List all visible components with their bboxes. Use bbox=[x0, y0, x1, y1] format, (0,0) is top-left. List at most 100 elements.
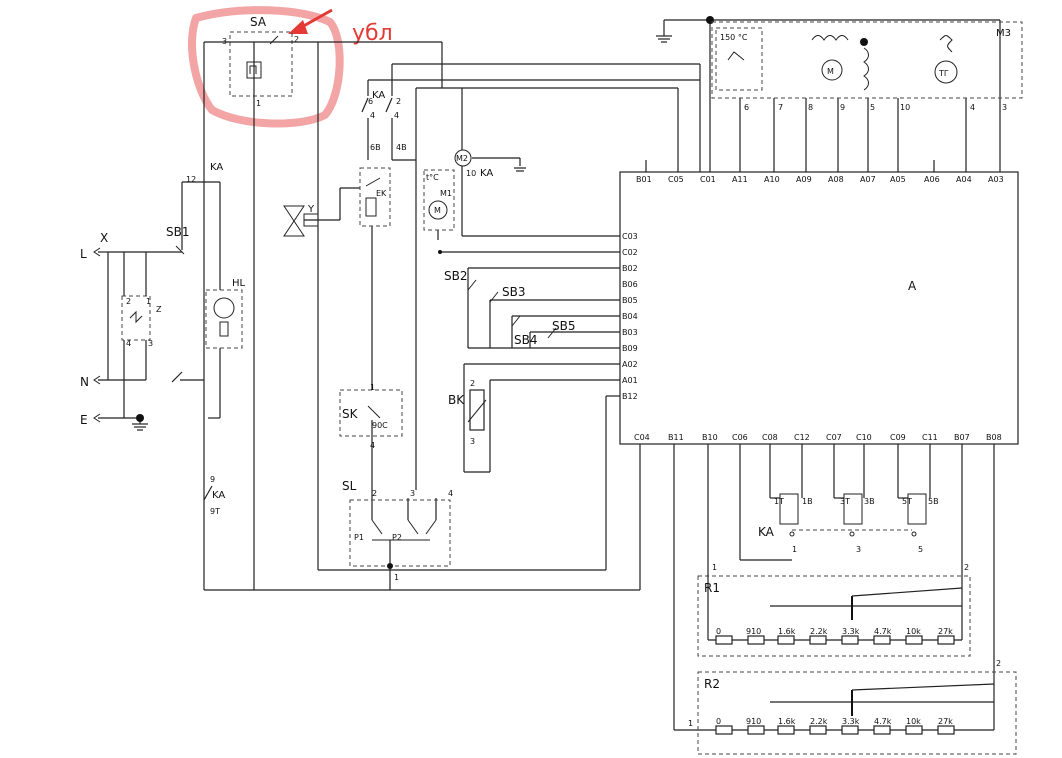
pin-left: B05 bbox=[622, 296, 638, 305]
pin-top: A04 bbox=[956, 175, 972, 184]
pin-top: A09 bbox=[796, 175, 812, 184]
z-label: Z bbox=[156, 305, 162, 314]
pin-left: B12 bbox=[622, 392, 638, 401]
r1-value: 4.7k bbox=[874, 627, 892, 636]
pin-left: B09 bbox=[622, 344, 638, 353]
ek-label: EK bbox=[376, 189, 387, 198]
r1-value: 3.3k bbox=[842, 627, 860, 636]
controller-bottom-pins: C04 B11 B10 C06 C08 C12 C07 C10 C09 C11 … bbox=[634, 433, 1002, 442]
pin-bottom: C10 bbox=[856, 433, 872, 442]
ek-heater bbox=[359, 167, 391, 227]
sa-pin-1: 1 bbox=[256, 99, 261, 108]
r1-value: 1.6k bbox=[778, 627, 796, 636]
bk-pin-2: 2 bbox=[470, 379, 475, 388]
pin-top: C01 bbox=[700, 175, 716, 184]
pin-bottom: C11 bbox=[922, 433, 938, 442]
pin-top: A10 bbox=[764, 175, 780, 184]
bk-pin-3: 3 bbox=[470, 437, 475, 446]
pin-bottom: C12 bbox=[794, 433, 810, 442]
m2-label: M2 bbox=[456, 154, 468, 163]
pc-label: t°C bbox=[426, 173, 439, 182]
wiring bbox=[98, 16, 1001, 731]
ka3-1: 1 bbox=[792, 545, 797, 554]
z-pin-4: 4 bbox=[126, 339, 131, 348]
controller-left-pins: C03 C02 B02 B06 B05 B04 B03 B09 A02 A01 … bbox=[622, 232, 638, 401]
ka-pin-9: 9 bbox=[210, 475, 215, 484]
m3-pin-3: 3 bbox=[1002, 103, 1007, 112]
pin-left: C03 bbox=[622, 232, 638, 241]
connector-x: X bbox=[100, 231, 108, 245]
r1-value: 2.2k bbox=[810, 627, 828, 636]
pin-top: A07 bbox=[860, 175, 876, 184]
r1-pin-1: 1 bbox=[712, 563, 717, 572]
r1-pin-2: 2 bbox=[964, 563, 969, 572]
r2-value: 3.3k bbox=[842, 717, 860, 726]
pin-left: B06 bbox=[622, 280, 638, 289]
pin-bottom: B07 bbox=[954, 433, 970, 442]
ka-pin-4b-lbl: 4B bbox=[396, 143, 407, 152]
z-pin-3: 3 bbox=[148, 339, 153, 348]
sl-pin-1: 1 bbox=[394, 573, 399, 582]
sb2-label: SB2 bbox=[444, 269, 467, 283]
sl-level-switch bbox=[349, 499, 451, 569]
ka-pin-12: 12 bbox=[186, 175, 196, 184]
y-solenoid-valve bbox=[283, 205, 319, 237]
hl-label: HL bbox=[232, 278, 246, 289]
terminal-n bbox=[93, 375, 101, 385]
pin-bottom: B08 bbox=[986, 433, 1002, 442]
annotation-highlight bbox=[187, 6, 344, 128]
m3-motor-block bbox=[711, 21, 1023, 99]
sb3-label: SB3 bbox=[502, 285, 525, 299]
pin-bottom: C04 bbox=[634, 433, 650, 442]
r2-value: 910 bbox=[746, 717, 761, 726]
r2-value: 27k bbox=[938, 717, 953, 726]
pin-left: B04 bbox=[622, 312, 638, 321]
r2-resistor-ladder bbox=[697, 671, 1017, 755]
ka3-3: 3 bbox=[856, 545, 861, 554]
ka-pin-4a: 4 bbox=[370, 111, 375, 120]
tg-label: ТГ bbox=[938, 69, 949, 78]
pin-top: A05 bbox=[890, 175, 906, 184]
r1-value: 0 bbox=[716, 627, 721, 636]
ka3-5: 5 bbox=[918, 545, 923, 554]
bk-sensor bbox=[467, 389, 487, 431]
pin-top: C05 bbox=[668, 175, 684, 184]
r1-value: 10k bbox=[906, 627, 921, 636]
r1-value: 910 bbox=[746, 627, 761, 636]
sl-pin-2: 2 bbox=[372, 489, 377, 498]
sb4-label: SB4 bbox=[514, 333, 537, 347]
ka-label-upper: KA bbox=[372, 90, 385, 101]
pin-bottom: B11 bbox=[668, 433, 684, 442]
temp-label: 150 °C bbox=[720, 33, 748, 42]
ka-pin-4b: 4 bbox=[394, 111, 399, 120]
sb1-switch bbox=[175, 245, 185, 255]
ka3-1b: 1B bbox=[802, 497, 813, 506]
ka-pin-6: 6 bbox=[368, 97, 373, 106]
sb5-label: SB5 bbox=[552, 319, 575, 333]
p2-label: P2 bbox=[392, 533, 402, 542]
r2-label: R2 bbox=[704, 677, 720, 691]
r2-value: 2.2k bbox=[810, 717, 828, 726]
z-pin-1: 1 bbox=[146, 297, 151, 306]
ka-pin-10: 10 bbox=[466, 169, 476, 178]
m3-pin-7: 7 bbox=[778, 103, 783, 112]
m3-pin-10: 10 bbox=[900, 103, 910, 112]
mains-l: L bbox=[80, 247, 87, 261]
r2-value: 10k bbox=[906, 717, 921, 726]
controller-a bbox=[619, 171, 1019, 445]
ka-label-bottom: KA bbox=[758, 525, 775, 539]
z-pin-2: 2 bbox=[126, 297, 131, 306]
sa-pin-2: 2 bbox=[294, 35, 299, 44]
ka-pin-2: 2 bbox=[396, 97, 401, 106]
pin-left: A01 bbox=[622, 376, 638, 385]
pin-top: B01 bbox=[636, 175, 652, 184]
m3-motor-label: M bbox=[827, 67, 834, 76]
m1-motor-label: M bbox=[434, 206, 441, 215]
pin-bottom: C06 bbox=[732, 433, 748, 442]
mains-n: N bbox=[80, 375, 89, 389]
pin-top: A08 bbox=[828, 175, 844, 184]
pin-top: A03 bbox=[988, 175, 1004, 184]
ka-label-left: KA bbox=[210, 162, 223, 173]
sb-switches bbox=[467, 279, 557, 339]
